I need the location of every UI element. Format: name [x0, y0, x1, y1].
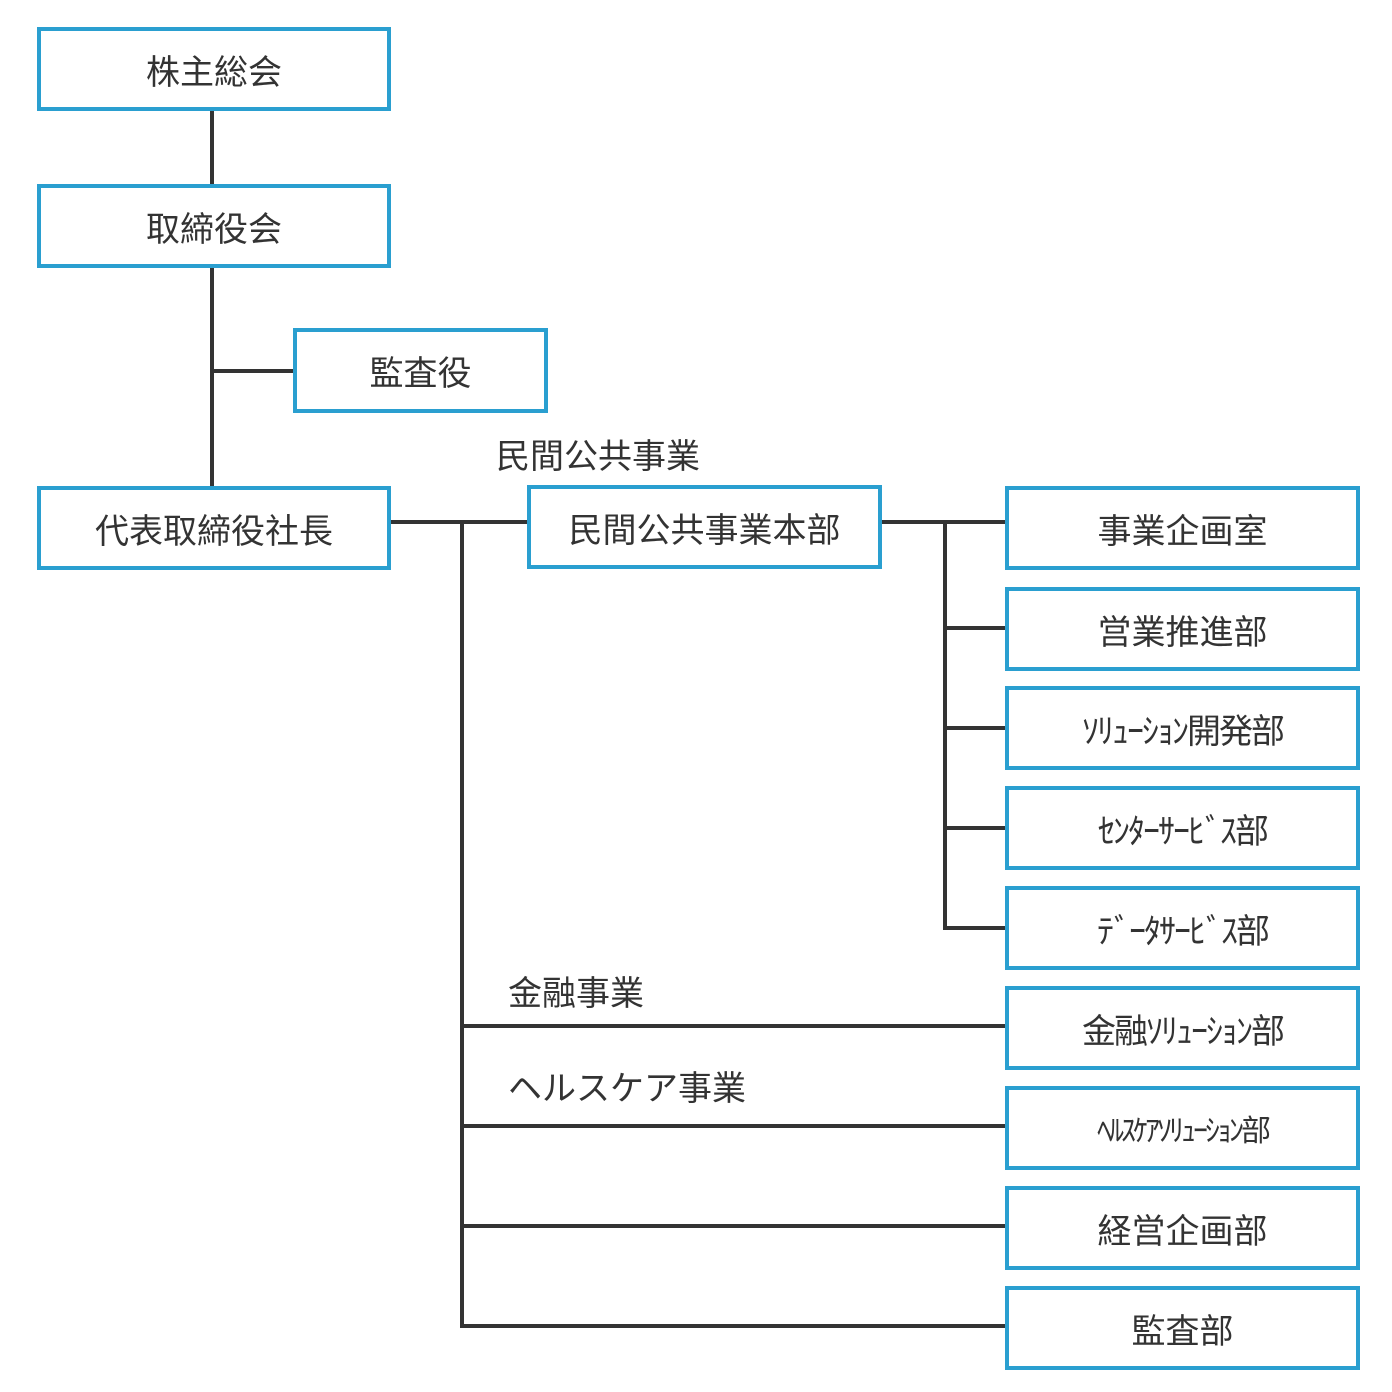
- public-private-hq-label: 民間公共事業本部: [568, 510, 841, 551]
- branch-dept-5: [945, 926, 1007, 930]
- branch-finance: [462, 1024, 1007, 1028]
- shareholders-meeting-label: 株主総会: [146, 52, 282, 93]
- section-label-healthcare: ヘルスケア事業: [508, 1069, 746, 1109]
- dept-finance-solution-box: 金融ｿﾘｭｰｼｮﾝ部: [1005, 986, 1360, 1070]
- auditor-label: 監査役: [369, 354, 472, 394]
- branch-audit-department: [462, 1324, 1007, 1328]
- auditor-box: 監査役: [293, 328, 548, 413]
- president-box: 代表取締役社長: [37, 486, 391, 570]
- dept-audit-box: 監査部: [1005, 1286, 1360, 1370]
- dept-solution-development-label: ｿﾘｭｰｼｮﾝ開発部: [1082, 711, 1285, 752]
- board-of-directors-box: 取締役会: [37, 184, 391, 268]
- dept-sales-promotion-box: 営業推進部: [1005, 587, 1360, 671]
- president-label: 代表取締役社長: [95, 511, 333, 552]
- dept-business-planning-box: 事業企画室: [1005, 486, 1360, 570]
- shareholders-meeting-box: 株主総会: [37, 27, 391, 111]
- dept-business-planning-label: 事業企画室: [1097, 511, 1268, 552]
- connector-auditor: [212, 369, 296, 373]
- dept-audit-label: 監査部: [1131, 1311, 1234, 1352]
- branch-corporate-planning: [462, 1224, 1007, 1228]
- dept-sales-promotion-label: 営業推進部: [1097, 612, 1268, 653]
- dept-solution-development-box: ｿﾘｭｰｼｮﾝ開発部: [1005, 686, 1360, 770]
- dept-data-service-box: ﾃﾞｰﾀｻｰﾋﾞｽ部: [1005, 886, 1360, 970]
- section-label-public-private: 民間公共事業: [496, 437, 700, 477]
- dept-healthcare-solution-label: ﾍﾙｽｹｱｿﾘｭｰｼｮﾝ部: [1097, 1114, 1271, 1149]
- dept-corporate-planning-label: 経営企画部: [1097, 1211, 1268, 1252]
- dept-data-service-label: ﾃﾞｰﾀｻｰﾋﾞｽ部: [1097, 911, 1270, 952]
- dept-center-service-label: ｾﾝﾀｰｻｰﾋﾞｽ部: [1098, 811, 1269, 852]
- branch-dept-2: [945, 626, 1007, 630]
- public-private-hq-box: 民間公共事業本部: [527, 485, 882, 569]
- trunk-hq: [943, 520, 947, 930]
- section-label-finance: 金融事業: [508, 974, 644, 1014]
- branch-dept-4: [945, 826, 1007, 830]
- branch-healthcare: [462, 1124, 1007, 1128]
- dept-finance-solution-label: 金融ｿﾘｭｰｼｮﾝ部: [1082, 1011, 1285, 1052]
- dept-center-service-box: ｾﾝﾀｰｻｰﾋﾞｽ部: [1005, 786, 1360, 870]
- connector-board-president: [210, 267, 214, 488]
- dept-corporate-planning-box: 経営企画部: [1005, 1186, 1360, 1270]
- dept-healthcare-solution-box: ﾍﾙｽｹｱｿﾘｭｰｼｮﾝ部: [1005, 1086, 1360, 1170]
- trunk-president: [460, 520, 464, 1328]
- connector-shareholders-board: [210, 110, 214, 186]
- board-of-directors-label: 取締役会: [146, 209, 282, 250]
- branch-dept-3: [945, 726, 1007, 730]
